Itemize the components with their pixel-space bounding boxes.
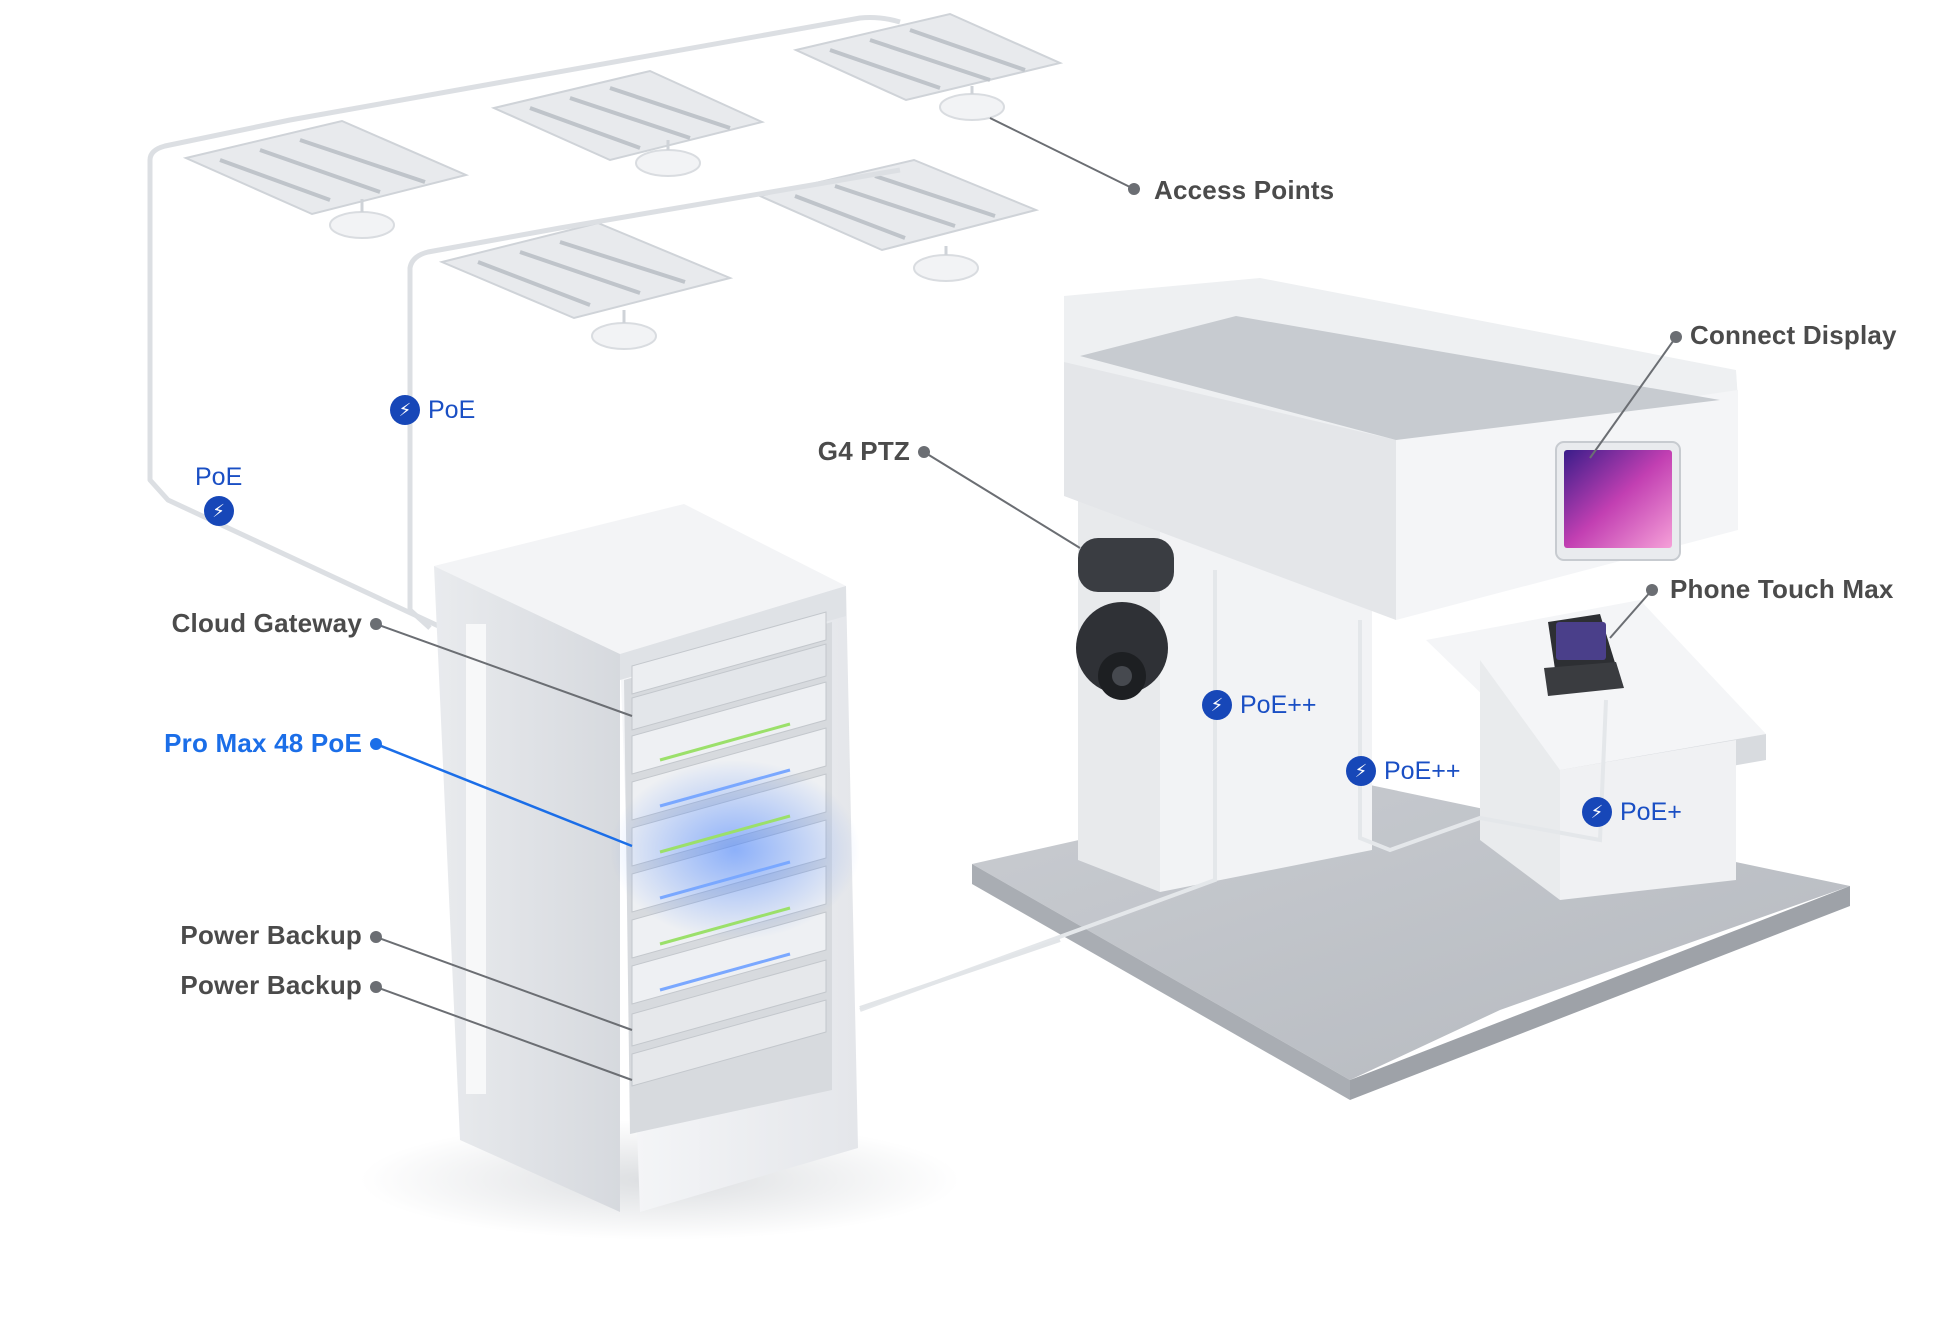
lightning-bolt-icon: ⚡ bbox=[1346, 756, 1376, 786]
callout-lines bbox=[375, 117, 1677, 1081]
ap-cables bbox=[147, 15, 901, 639]
lightning-bolt-icon: ⚡ bbox=[203, 496, 234, 526]
phone-device bbox=[1544, 614, 1624, 696]
lightning-bolt-icon: ⚡ bbox=[1202, 690, 1232, 720]
poe-tag-left-cable: PoE ⚡ bbox=[195, 462, 242, 526]
label-power-backup-1: Power Backup bbox=[180, 920, 362, 950]
pro-max-callout-line bbox=[375, 742, 633, 848]
poe-tag-text: PoE++ bbox=[1240, 691, 1317, 719]
access-point-discs bbox=[329, 93, 1005, 350]
poe-tag-text: PoE bbox=[195, 463, 243, 491]
label-access-points: Access Points bbox=[1154, 175, 1335, 205]
label-pro-max-48-poe: Pro Max 48 PoE bbox=[164, 728, 362, 758]
connect-display-device bbox=[1555, 441, 1681, 561]
poe-tag-phone-cable: ⚡ PoE+ bbox=[1582, 797, 1682, 827]
ptz-camera-device bbox=[1076, 538, 1174, 700]
pro-max-callout-dot bbox=[370, 738, 382, 750]
lightning-bolt-icon: ⚡ bbox=[390, 395, 420, 425]
rack-uplink-cable bbox=[859, 938, 1061, 1010]
label-connect-display: Connect Display bbox=[1690, 320, 1897, 350]
poe-switch-glow bbox=[610, 760, 860, 940]
poe-tag-text: PoE bbox=[428, 396, 476, 424]
poe-tag-display-cable: ⚡ PoE++ bbox=[1346, 756, 1460, 786]
poe-tag-text: PoE++ bbox=[1384, 757, 1461, 785]
switch-port-leds bbox=[659, 722, 791, 992]
ap-stems bbox=[360, 86, 974, 323]
poe-tag-camera-cable: ⚡ PoE++ bbox=[1202, 690, 1316, 720]
callout-dots bbox=[370, 183, 1682, 993]
ceiling-tile-rails bbox=[219, 28, 1026, 307]
label-power-backup-2: Power Backup bbox=[180, 970, 362, 1000]
label-cloud-gateway: Cloud Gateway bbox=[171, 608, 362, 638]
poe-tag-mid-cable: ⚡ PoE bbox=[390, 395, 475, 425]
label-g4-ptz: G4 PTZ bbox=[817, 436, 910, 466]
poe-tag-text: PoE+ bbox=[1620, 798, 1682, 826]
lightning-bolt-icon: ⚡ bbox=[1582, 797, 1612, 827]
label-phone-touch-max: Phone Touch Max bbox=[1670, 574, 1894, 604]
